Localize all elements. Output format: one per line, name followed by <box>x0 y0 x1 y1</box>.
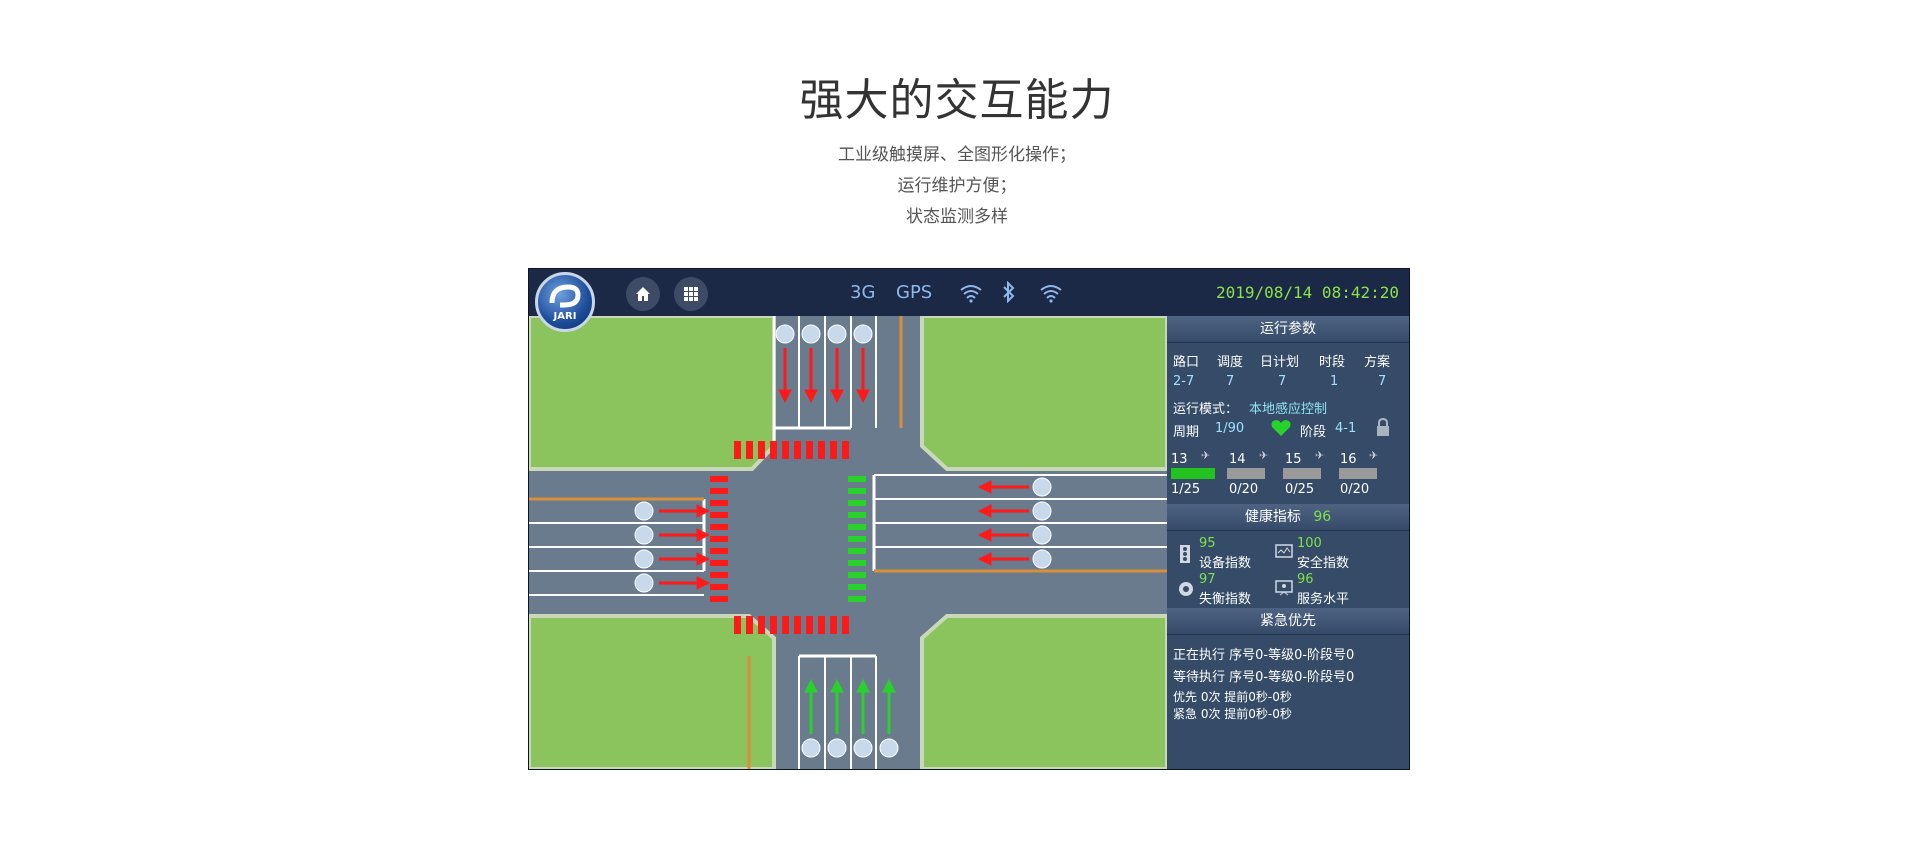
health-header-label: 健康指标 <box>1244 509 1301 525</box>
phase-progress-track <box>1339 468 1377 479</box>
feature-line-3: 状态监测多样 <box>906 207 1008 227</box>
south-green-arrows <box>804 678 896 734</box>
pedestrian-icon: ✈ <box>1369 449 1379 462</box>
phase-value: 0/20 <box>1229 482 1259 497</box>
grass-sw <box>529 614 776 769</box>
home-icon <box>636 287 650 301</box>
value-intersection: 2-7 <box>1173 374 1195 389</box>
phase-id: 16 <box>1340 452 1357 467</box>
signal-wifi-icon <box>1040 285 1062 303</box>
value-period: 1 <box>1330 374 1339 389</box>
grass-ne <box>920 316 1167 471</box>
3g-status: 3G <box>850 282 876 303</box>
emergency-waiting: 等待执行 序号0-等级0-阶段号0 <box>1173 670 1355 685</box>
col-header-schedule: 调度 <box>1217 355 1244 370</box>
grid-icon <box>684 287 698 301</box>
col-header-plan: 方案 <box>1364 355 1391 370</box>
health-safety-value: 100 <box>1297 536 1322 551</box>
run-params-header: 运行参数 <box>1167 316 1409 343</box>
feature-line-2: 运行维护方便； <box>897 176 1017 196</box>
north-red-arrows <box>778 348 870 404</box>
detector-icons <box>634 324 1052 758</box>
monitor-icon <box>1275 544 1293 558</box>
phase-progress-track <box>1283 468 1321 479</box>
pedestrian-icon: ✈ <box>1259 449 1269 462</box>
health-balance-value: 97 <box>1199 572 1216 587</box>
menu-button[interactable] <box>674 277 708 311</box>
home-button[interactable] <box>626 277 660 311</box>
phase-value: 0/25 <box>1285 482 1315 497</box>
east-red-arrows <box>977 480 1029 566</box>
emergency-header: 紧急优先 <box>1167 608 1409 635</box>
phase-value: 1/25 <box>1171 482 1201 497</box>
west-red-arrows <box>659 504 711 590</box>
phase-progress-track <box>1171 468 1215 479</box>
wifi-icon <box>960 285 982 303</box>
page-title: 强大的交互能力 <box>799 75 1115 126</box>
value-plan: 7 <box>1378 374 1387 389</box>
value-dayplan: 7 <box>1278 374 1287 389</box>
cycle-value: 1/90 <box>1215 421 1245 436</box>
health-device-label: 设备指数 <box>1199 556 1252 571</box>
col-header-period: 时段 <box>1319 355 1346 370</box>
value-schedule: 7 <box>1226 374 1235 389</box>
phase-id: 13 <box>1171 452 1188 467</box>
health-safety-label: 安全指数 <box>1297 556 1350 571</box>
clock: 2019/08/14 08:42:20 <box>1215 283 1399 302</box>
jari-logo: JARI <box>535 272 595 332</box>
health-header: 健康指标 96 <box>1167 504 1409 531</box>
feature-line-1: 工业级触摸屏、全图形化操作； <box>838 145 1076 165</box>
pedestrian-icon: ✈ <box>1315 449 1325 462</box>
emergency-urgent: 紧急 0次 提前0秒-0秒 <box>1173 707 1292 721</box>
gps-status: GPS <box>896 282 933 303</box>
heart-icon <box>1271 420 1291 436</box>
phase-id: 14 <box>1229 452 1246 467</box>
balance-icon <box>1179 582 1193 596</box>
health-service-value: 96 <box>1297 572 1314 587</box>
phase-value: 0/20 <box>1340 482 1370 497</box>
crosswalk-north-red <box>734 441 849 459</box>
service-icon <box>1275 580 1293 596</box>
lock-icon[interactable] <box>1375 417 1391 437</box>
health-device-value: 95 <box>1199 536 1216 551</box>
grass-se <box>920 614 1167 769</box>
phase-id: 15 <box>1285 452 1302 467</box>
intersection-map <box>529 316 1167 769</box>
crosswalk-east-green <box>848 476 866 602</box>
health-score: 96 <box>1313 509 1332 525</box>
mode-value: 本地感应控制 <box>1249 402 1328 417</box>
mode-label: 运行模式： <box>1173 402 1239 417</box>
emergency-executing: 正在执行 序号0-等级0-阶段号0 <box>1173 648 1355 663</box>
phase-progress-track <box>1227 468 1265 479</box>
health-balance-label: 失衡指数 <box>1199 592 1252 607</box>
col-header-dayplan: 日计划 <box>1260 355 1300 370</box>
crosswalk-south-red <box>734 616 849 634</box>
col-header-intersection: 路口 <box>1173 355 1200 370</box>
stage-value: 4-1 <box>1335 421 1357 436</box>
pedestrian-icon: ✈ <box>1201 449 1211 462</box>
stage-label: 阶段 <box>1300 425 1327 440</box>
traffic-light-icon <box>1180 545 1190 563</box>
cycle-label: 周期 <box>1173 425 1200 440</box>
status-panel: 运行参数 路口 调度 日计划 时段 方案 2-7 7 7 1 7 运行模式： 本… <box>1167 316 1409 769</box>
top-bar: 3G GPS 2019/08/14 08:42:20 <box>529 269 1409 316</box>
crosswalk-west-red <box>710 476 728 602</box>
controller-screen: 3G GPS 2019/08/14 08:42:20 JARI <box>528 268 1410 770</box>
health-service-label: 服务水平 <box>1297 592 1350 607</box>
emergency-priority: 优先 0次 提前0秒-0秒 <box>1173 690 1292 704</box>
bluetooth-icon <box>1003 281 1015 303</box>
phase-progress-fill <box>1171 468 1215 479</box>
